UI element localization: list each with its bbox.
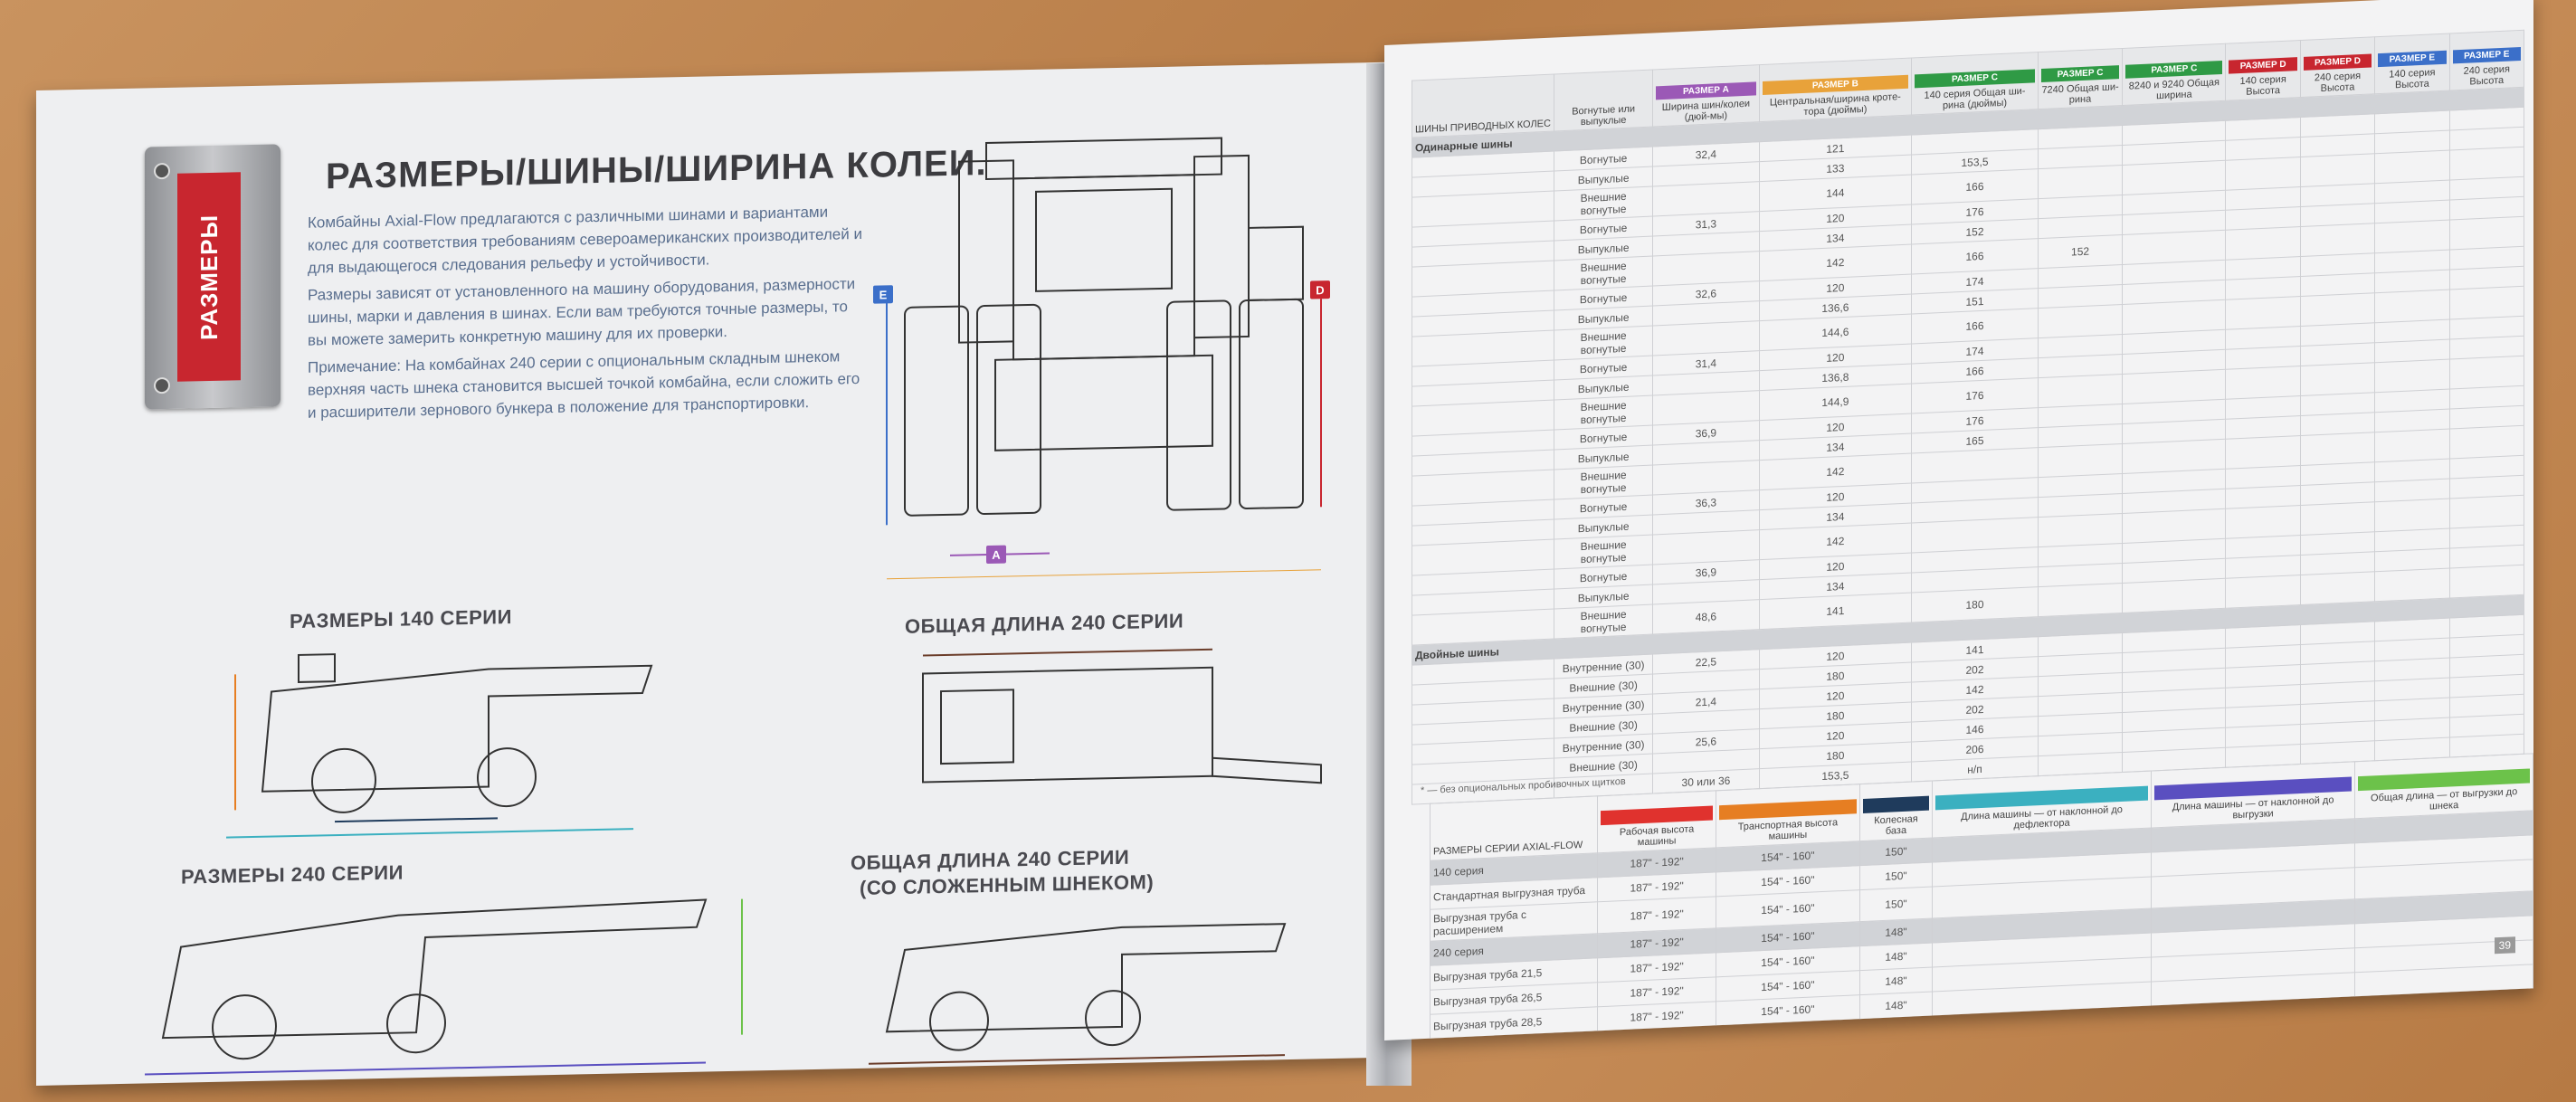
section-tab-label: РАЗМЕРЫ [177, 172, 241, 382]
tire-spec-table: ШИНЫ ПРИВОДНЫХ КОЛЕС Вогнутые или выпукл… [1412, 30, 2524, 805]
label-e: E [873, 285, 893, 304]
section-tab: РАЗМЕРЫ [145, 144, 280, 410]
front-view-drawing [886, 137, 1322, 581]
col-f: Рабочая высота машины [1597, 790, 1716, 853]
side-view-240-drawing [145, 898, 743, 1076]
page-number: 39 [2494, 936, 2515, 955]
col-i: Длина машины — от наклонной до дефлектор… [1932, 771, 2152, 838]
size-paragraph: Размеры зависят от установленного на маш… [308, 275, 856, 349]
section-140-title: РАЗМЕРЫ 140 СЕРИИ [290, 604, 512, 633]
section-240-title: РАЗМЕРЫ 240 СЕРИИ [181, 860, 404, 888]
top-view-240-drawing [922, 648, 1322, 784]
col-j: Длина машины — от наклонной до выгрузки [2151, 761, 2355, 829]
rivet-icon [154, 162, 170, 180]
side-view-240-folded-drawing [869, 923, 1287, 1065]
right-page: ШИНЫ ПРИВОДНЫХ КОЛЕС Вогнутые или выпукл… [1384, 0, 2533, 1041]
col-tires: ШИНЫ ПРИВОДНЫХ КОЛЕС [1412, 73, 1554, 138]
dimensions-table: РАЗМЕРЫ СЕРИИ AXIAL-FLOW Рабочая высота … [1430, 753, 2533, 1040]
label-a: A [986, 545, 1006, 565]
col-k: Общая длина — от выгрузки до шнека [2354, 753, 2533, 819]
col-h: Колесная база [1859, 780, 1933, 841]
intro-paragraph: Комбайны Axial-Flow предлагаются с разли… [308, 203, 862, 277]
side-view-140-drawing [226, 653, 653, 839]
rivet-icon [154, 376, 170, 394]
note-paragraph: Примечание: На комбайнах 240 серии с опц… [308, 347, 860, 422]
left-page: РАЗМЕРЫ РАЗМЕРЫ/ШИНЫ/ШИРИНА КОЛЕИ. Комба… [36, 62, 1393, 1087]
label-d: D [1310, 280, 1330, 299]
section-240-folded-title: ОБЩАЯ ДЛИНА 240 СЕРИИ [851, 845, 1130, 875]
col-series: РАЗМЕРЫ СЕРИИ AXIAL-FLOW [1430, 795, 1598, 861]
section-240-folded-subtitle: (СО СЛОЖЕННЫМ ШНЕКОМ) [860, 870, 1155, 899]
col-convex: Вогнутые или выпуклые [1554, 70, 1653, 131]
col-g: Транспортная высота машины [1716, 784, 1860, 848]
